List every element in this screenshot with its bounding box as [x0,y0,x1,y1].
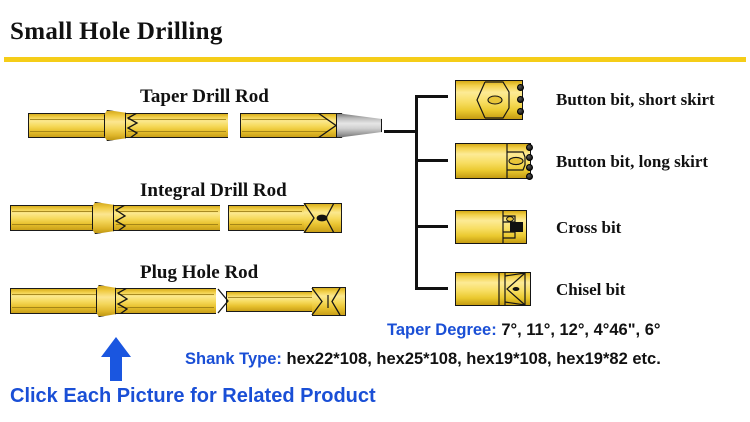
spec-taper-degree-value: 7°, 11°, 12°, 4°46", 6° [501,321,661,339]
rod-collar [104,110,126,141]
button-bit-face [506,144,526,178]
spec-shank-type-value: hex22*108, hex25*108, hex19*108, hex19*8… [286,350,661,368]
rod-break-mark [114,288,130,314]
title-underline-rule [4,57,746,62]
rod-collar [96,285,116,317]
button-bit-face [476,81,510,119]
cross-bit-face [502,211,523,243]
rod-collar [92,202,114,234]
rod-break-mark [124,113,140,138]
plug-hole-head [312,287,346,316]
spec-taper-degree: Taper Degree: 7°, 11°, 12°, 4°46", 6° [387,321,661,340]
bit-label-cross-bit: Cross bit [556,218,622,237]
chisel-bit-face [498,272,526,306]
spec-shank-type: Shank Type: hex22*108, hex25*108, hex19*… [185,350,661,369]
rod-label-integral-drill-rod: Integral Drill Rod [140,180,287,201]
rod-break-mark [112,205,128,231]
bit-label-button-bit-long-skirt: Button bit, long skirt [556,152,709,171]
rod-label-plug-hole-rod: Plug Hole Rod [140,262,259,283]
page-title: Small Hole Drilling [10,18,223,45]
bit-label-button-bit-short-skirt: Button bit, short skirt [556,90,715,109]
click-each-picture-cta[interactable]: Click Each Picture for Related Product [10,385,376,407]
rod-label-taper-drill-rod: Taper Drill Rod [140,86,269,107]
up-arrow-icon [98,337,134,386]
spec-taper-degree-key: Taper Degree: [387,321,497,339]
bit-label-chisel-bit: Chisel bit [556,280,626,299]
integral-bit-head [304,203,342,233]
rod-steel-tip [336,113,382,138]
spec-shank-type-key: Shank Type: [185,350,282,368]
